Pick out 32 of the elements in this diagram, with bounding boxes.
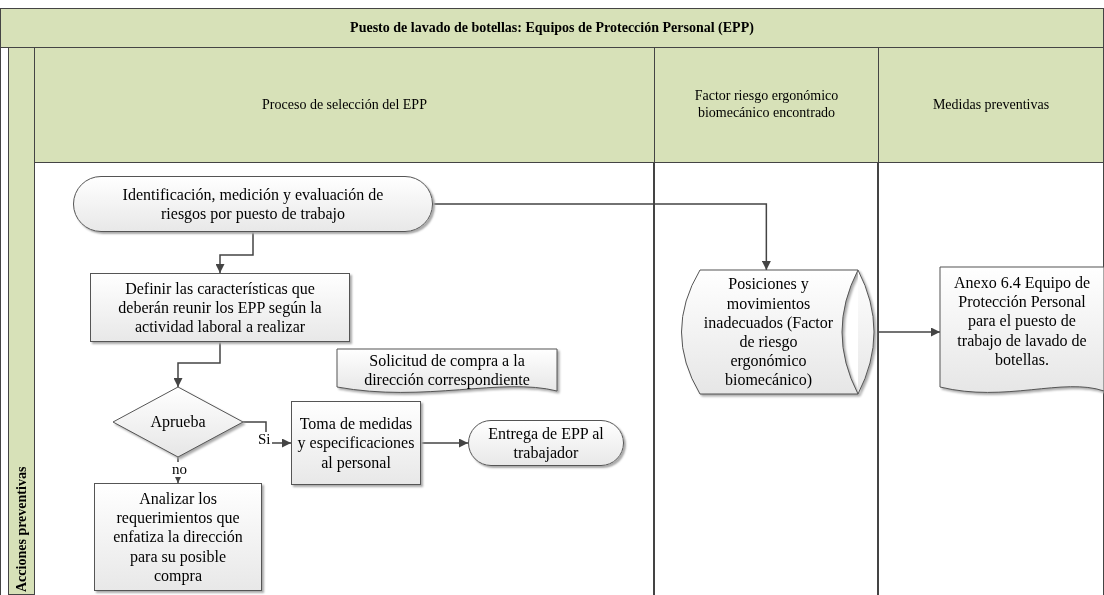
- decision-diamond: [113, 387, 243, 457]
- terminator-shape: [73, 176, 433, 232]
- arrow: [173, 341, 221, 388]
- process-box: [90, 273, 350, 342]
- diagram-title: Puesto de lavado de botellas: Equipos de Protección Personal (EPP): [350, 20, 754, 36]
- node-text: Posiciones y movimientos inadecuados (Factor de riesgo ergonómico biomecánico): [702, 274, 835, 390]
- node-text: Medidas preventivas: [932, 96, 1050, 114]
- node-text: Factor riesgo ergonómico biomecánico encontrado: [693, 88, 840, 122]
- node-text: Toma de medidas y especificaciones al personal: [296, 414, 416, 472]
- node-text: Identificación, medición y evaluación de riesgos por puesto de trabajo: [121, 184, 385, 224]
- terminator-shape: [468, 420, 624, 466]
- edge-label: Si: [257, 432, 272, 447]
- column-header: [878, 47, 1104, 163]
- node-text: Entrega de EPP al trabajador: [487, 423, 605, 463]
- arrow: [420, 438, 469, 448]
- column-header: [34, 47, 655, 163]
- node-text: Acciones preventivas: [14, 466, 30, 592]
- node-text: Proceso de selección del EPP: [262, 96, 427, 114]
- node-text: Solicitud de compra a la dirección correspondiente: [363, 350, 531, 390]
- arrow: [877, 327, 941, 337]
- process-box: [291, 401, 421, 485]
- node-text: Analizar los requerimientos que enfatiza la dirección para su posible compra: [112, 489, 244, 585]
- node-text: Aprueba: [150, 412, 206, 432]
- node-text: Anexo 6.4 Equipo de Protección Personal para el puesto de trabajo de lavado de botellas.: [953, 273, 1091, 369]
- arrow: [215, 231, 254, 274]
- arrow: [242, 421, 292, 448]
- process-box: [94, 483, 262, 591]
- edge-label: no: [171, 462, 188, 477]
- lane-header: [8, 47, 35, 595]
- arrow: [432, 203, 771, 271]
- column-header: [654, 47, 879, 163]
- node-text: Definir las características que deberán reunir los EPP según la actividad laboral a realizar: [117, 278, 323, 337]
